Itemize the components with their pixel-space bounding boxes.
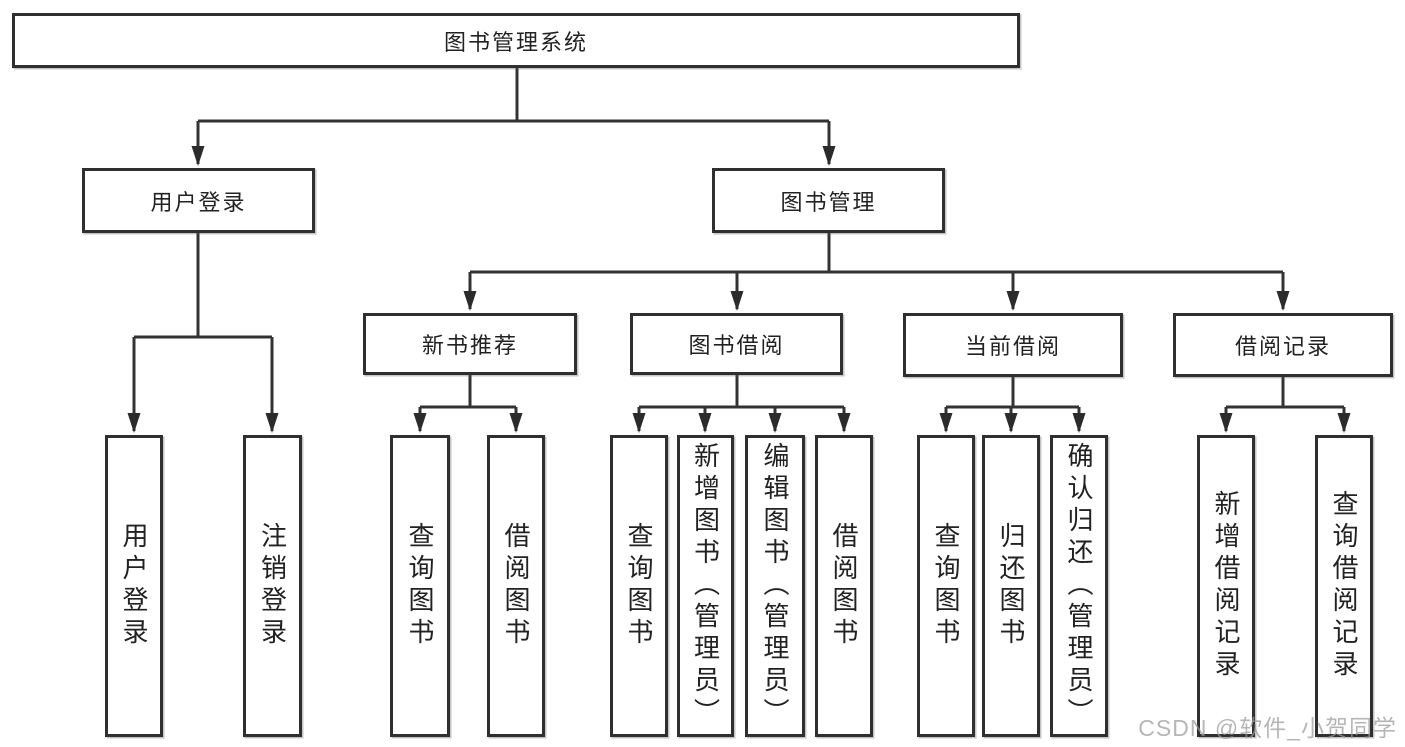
node-leaf-user-login: 用户登录 [105,435,163,737]
node-leaf-confirm-return-admin: 确认归还（管理员） [1050,435,1108,737]
node-leaf-add-borrow-record: 新增借阅记录 [1197,435,1255,737]
node-book-management: 图书管理 [712,168,945,233]
node-leaf-query-books-recommend: 查询图书 [390,435,450,737]
node-label: 图书借阅 [688,333,785,358]
node-current-borrowing: 当前借阅 [903,313,1123,377]
node-label: 归还图书 [996,522,1026,650]
node-label: 新增图书（管理员） [690,442,721,730]
node-label: 查询图书 [624,522,654,650]
node-label: 确认归还（管理员） [1064,442,1094,730]
node-leaf-borrow-books-recommend: 借阅图书 [487,435,545,737]
node-label: 图书管理 [780,189,877,215]
node-label: 借阅记录 [1234,334,1331,359]
node-label: 借阅图书 [829,522,859,650]
node-label: 用户登录 [119,522,149,650]
node-label: 注销登录 [257,522,288,650]
node-user-login: 用户登录 [82,168,315,233]
node-label: 新增借阅记录 [1211,490,1241,682]
node-label: 查询图书 [405,522,435,650]
node-borrowing-records: 借阅记录 [1173,313,1393,377]
node-leaf-query-borrow-record: 查询借阅记录 [1315,435,1373,737]
node-label: 查询图书 [931,522,961,650]
node-label: 新书推荐 [421,333,518,358]
node-library-system: 图书管理系统 [12,13,1020,68]
node-label: 查询借阅记录 [1329,490,1359,682]
node-leaf-edit-book-admin: 编辑图书（管理员） [745,435,805,737]
node-leaf-borrow-books: 借阅图书 [815,435,873,737]
node-label: 当前借阅 [964,334,1061,359]
node-leaf-return-books: 归还图书 [982,435,1040,737]
node-leaf-add-book-admin: 新增图书（管理员） [677,435,734,737]
node-book-borrowing: 图书借阅 [630,313,843,375]
node-label: 用户登录 [150,189,247,215]
node-label: 借阅图书 [501,522,531,650]
node-label: 图书管理系统 [443,29,588,55]
node-label: 编辑图书（管理员） [760,442,790,730]
node-leaf-query-books-current: 查询图书 [917,435,975,737]
node-leaf-logout: 注销登录 [243,435,302,737]
node-new-book-recommend: 新书推荐 [363,313,577,375]
node-leaf-query-books-borrow: 查询图书 [610,435,668,737]
